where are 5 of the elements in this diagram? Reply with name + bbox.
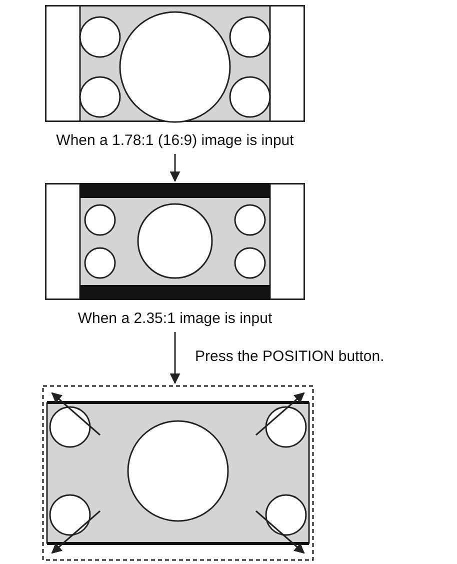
arrow <box>170 332 180 384</box>
edge-label: Press the POSITION button. <box>195 348 384 364</box>
arrow <box>170 154 180 182</box>
caption-text: When a 2.35:1 image is input <box>76 310 274 327</box>
caption-text: When a 1.78:1 (16:9) image is input <box>55 132 295 149</box>
